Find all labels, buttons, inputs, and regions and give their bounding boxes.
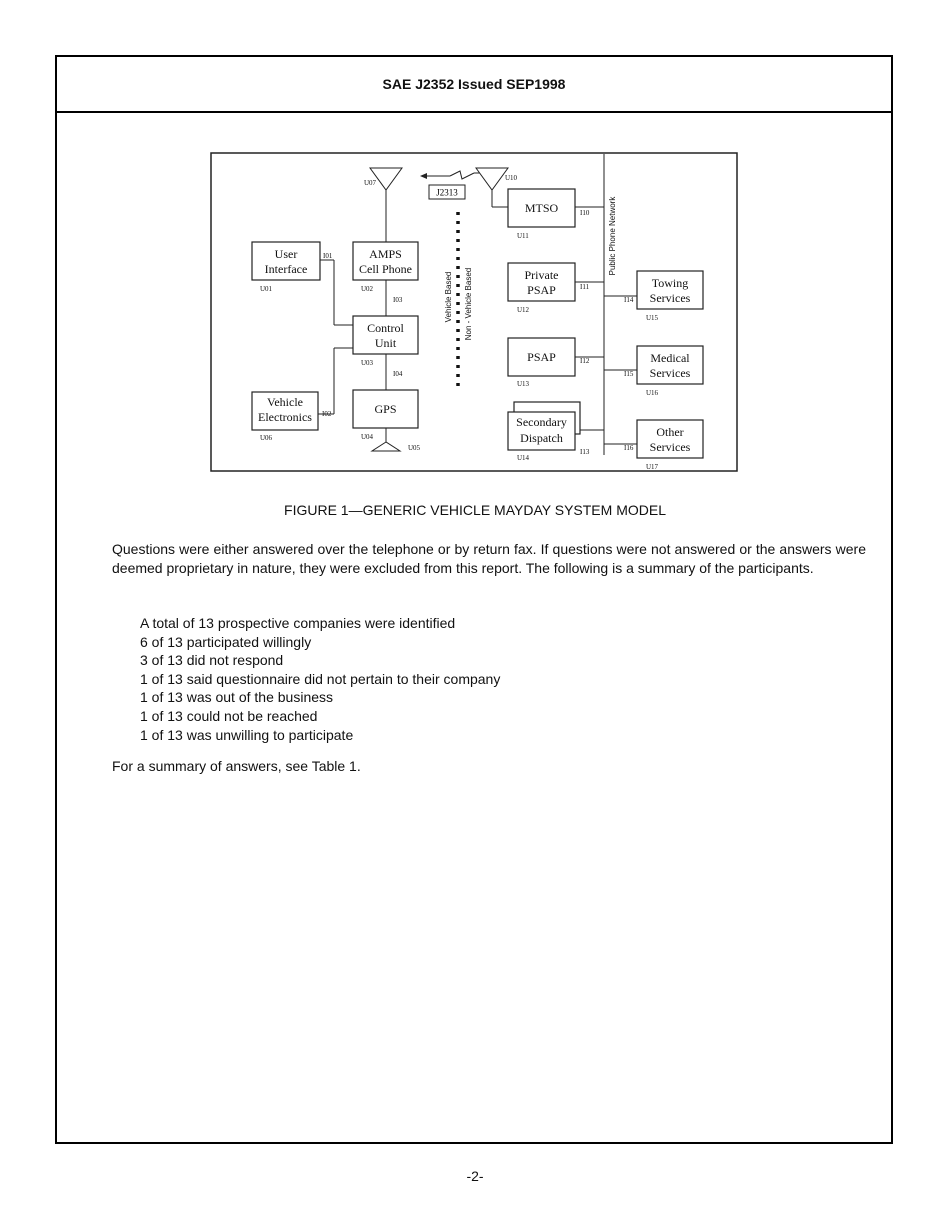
vehicle-antenna-icon xyxy=(369,167,403,191)
code-i04: I04 xyxy=(393,370,403,378)
code-i01: I01 xyxy=(323,252,333,260)
j2313-label: J2313 xyxy=(436,188,458,198)
control-unit-label-1: Control xyxy=(367,321,404,335)
psap-label: PSAP xyxy=(527,350,556,364)
amps-cell-phone-box xyxy=(352,241,419,281)
tower-antenna-icon xyxy=(475,167,509,191)
gps-antenna-icon xyxy=(370,441,402,452)
amps-label-1: AMPS xyxy=(369,247,402,261)
code-u14: U14 xyxy=(517,454,530,462)
code-i16: I16 xyxy=(624,444,634,452)
code-i15: I15 xyxy=(624,370,634,378)
medical-label-1: Medical xyxy=(650,351,690,365)
psap-box xyxy=(507,337,576,377)
amps-label-2: Cell Phone xyxy=(359,262,412,276)
code-u16: U16 xyxy=(646,389,659,397)
secondary-dispatch-label-2: Dispatch xyxy=(520,431,563,445)
figure-diagram: J2313 User Interface AMPS Cell Phone Con… xyxy=(210,152,738,472)
non-vehicle-based-label: Non - Vehicle Based xyxy=(464,268,473,341)
list-item: 1 of 13 was out of the business xyxy=(140,689,334,706)
vehicle-based-label: Vehicle Based xyxy=(444,272,453,323)
code-i11: I11 xyxy=(580,283,590,291)
code-u03: U03 xyxy=(361,359,374,367)
medical-label-2: Services xyxy=(650,366,691,380)
code-u10: U10 xyxy=(505,174,518,182)
vehicle-electronics-box xyxy=(251,391,319,431)
document-title: SAE J2352 Issued SEP1998 xyxy=(382,76,566,92)
summary-text: For a summary of answers, see Table 1. xyxy=(112,758,361,774)
page-number: -2- xyxy=(466,1168,484,1184)
mayday-system-diagram: J2313 User Interface AMPS Cell Phone Con… xyxy=(210,152,738,472)
list-item: 1 of 13 could not be reached xyxy=(140,707,318,724)
page-frame: SAE J2352 Issued SEP1998 xyxy=(55,55,893,1144)
control-unit-box xyxy=(352,315,419,355)
private-psap-label-1: Private xyxy=(525,268,559,282)
private-psap-label-2: PSAP xyxy=(527,283,556,297)
code-i10: I10 xyxy=(580,209,590,217)
user-interface-box xyxy=(251,241,321,281)
gps-box xyxy=(352,389,419,429)
body-paragraph: Questions were either answered over the … xyxy=(112,541,866,576)
code-u12: U12 xyxy=(517,306,530,314)
list-item: 1 of 13 said questionnaire did not perta… xyxy=(140,670,501,687)
user-interface-label-1: User xyxy=(275,247,298,261)
code-u06: U06 xyxy=(260,434,273,442)
code-u05: U05 xyxy=(408,444,421,452)
towing-label-2: Services xyxy=(650,291,691,305)
public-phone-network-label: Public Phone Network xyxy=(608,196,617,276)
code-u01: U01 xyxy=(260,285,273,293)
secondary-dispatch-box xyxy=(507,411,576,451)
code-u02: U02 xyxy=(361,285,374,293)
j2313-box xyxy=(428,184,466,200)
connector-lines xyxy=(318,154,637,455)
participant-list: A total of 13 prospective companies were… xyxy=(140,614,500,744)
mtso-box xyxy=(507,188,576,228)
secondary-dispatch-label-1: Secondary xyxy=(516,415,567,429)
private-psap-box xyxy=(507,262,576,302)
list-item: A total of 13 prospective companies were… xyxy=(140,615,456,631)
gps-label: GPS xyxy=(374,402,396,416)
code-u15: U15 xyxy=(646,314,659,322)
towing-label-1: Towing xyxy=(652,276,689,290)
vehicle-electronics-label-1: Vehicle xyxy=(267,395,303,409)
code-i13: I13 xyxy=(580,448,590,456)
code-u11: U11 xyxy=(517,232,529,240)
list-item: 1 of 13 was unwilling to participate xyxy=(140,726,354,743)
vehicle-electronics-label-2: Electronics xyxy=(258,410,312,424)
code-u04: U04 xyxy=(361,433,374,441)
code-i02: I02 xyxy=(322,410,332,418)
medical-services-box xyxy=(636,345,704,385)
user-interface-label-2: Interface xyxy=(265,262,308,276)
other-services-box xyxy=(636,419,704,459)
list-item: 6 of 13 participated willingly xyxy=(140,633,312,650)
mtso-label: MTSO xyxy=(525,201,559,215)
code-u17: U17 xyxy=(646,463,659,471)
code-i03: I03 xyxy=(393,296,403,304)
other-label-1: Other xyxy=(656,425,683,439)
code-u07: U07 xyxy=(364,179,377,187)
page-header: SAE J2352 Issued SEP1998 xyxy=(57,57,891,113)
code-u13: U13 xyxy=(517,380,530,388)
code-i14: I14 xyxy=(624,296,634,304)
left-arrow-icon xyxy=(420,173,427,179)
towing-services-box xyxy=(636,270,704,310)
code-i12: I12 xyxy=(580,357,590,365)
figure-caption: FIGURE 1—GENERIC VEHICLE MAYDAY SYSTEM M… xyxy=(284,502,666,518)
list-item: 3 of 13 did not respond xyxy=(140,652,284,669)
control-unit-label-2: Unit xyxy=(375,336,397,350)
other-label-2: Services xyxy=(650,440,691,454)
